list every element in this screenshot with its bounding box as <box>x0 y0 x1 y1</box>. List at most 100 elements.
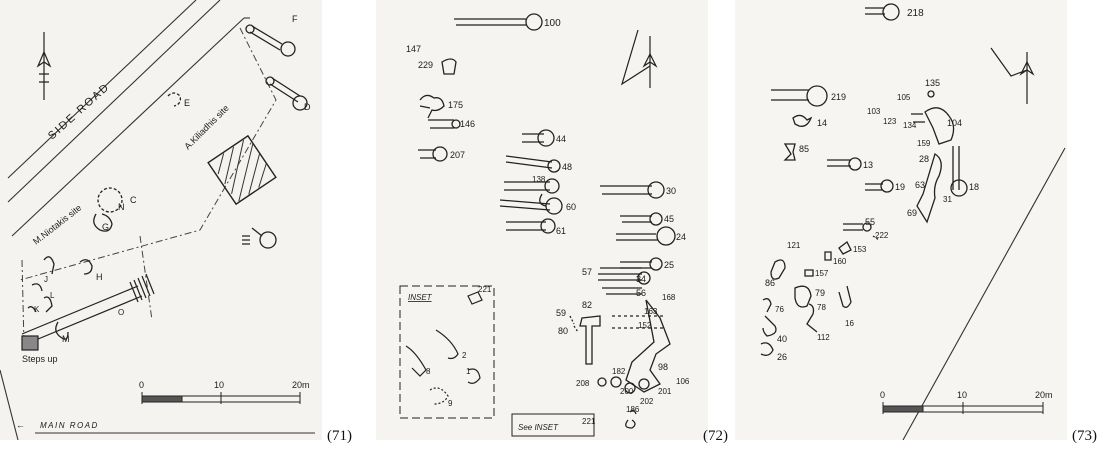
tomb-label-56: 56 <box>636 288 646 298</box>
north-arrow-icon <box>990 47 1035 104</box>
tomb-label-25: 25 <box>664 260 674 270</box>
tomb-label-202: 202 <box>640 397 654 406</box>
tomb-label-e: E <box>184 98 190 108</box>
tomb-label-163: 163 <box>644 307 658 316</box>
tomb-label-112: 112 <box>817 333 830 342</box>
caption-73: (73) <box>1072 428 1097 444</box>
tomb-label-175: 175 <box>448 100 463 110</box>
tomb-shapes <box>418 13 676 429</box>
tomb-label-59: 59 <box>556 308 566 318</box>
tomb-label-159: 159 <box>917 139 931 148</box>
see-inset-box <box>511 413 595 437</box>
tomb-label-106: 106 <box>676 377 690 386</box>
tomb-shapes <box>760 3 968 356</box>
tomb-label-157: 157 <box>815 269 829 278</box>
inset-title: INSET <box>408 293 433 302</box>
inset-label-8: 8 <box>426 367 431 376</box>
inset-label-2: 2 <box>462 351 467 360</box>
tomb-label-o: O <box>118 308 124 317</box>
tomb-label-57: 57 <box>582 267 592 277</box>
plan-71-drawing: SIDE ROAD MAIN ROAD ← A.Kiliadhis site M… <box>0 0 315 440</box>
plan-73: 218 135 105 103 123 134 219 14 104 85 15… <box>735 0 1067 440</box>
tomb-label-78: 78 <box>817 303 826 312</box>
tomb-label-40: 40 <box>777 334 787 344</box>
scale-tick-20m: 20m <box>292 380 310 390</box>
plan-72: 100 147 229 175 146 207 44 48 138 60 61 … <box>376 0 708 440</box>
tomb-label-80: 80 <box>558 326 568 336</box>
tomb-label-69: 69 <box>907 208 917 218</box>
tomb-label-229: 229 <box>418 60 433 70</box>
hatched-building <box>207 134 277 206</box>
caption-71: (71) <box>327 428 352 444</box>
see-inset-number: 221 <box>582 417 596 426</box>
steps-up-label: Steps up <box>22 354 58 364</box>
tomb-label-48: 48 <box>562 162 572 172</box>
road-lines <box>0 0 315 440</box>
tomb-label-g: G <box>102 222 109 232</box>
tomb-label-45: 45 <box>664 214 674 224</box>
tomb-label-14: 14 <box>817 118 827 128</box>
tomb-label-218: 218 <box>907 8 924 19</box>
tomb-label-55: 55 <box>865 217 875 227</box>
inset-label-221: 221 <box>478 285 492 294</box>
tomb-label-207: 207 <box>450 150 465 160</box>
tomb-label-k: K <box>34 305 40 314</box>
scale-tick-10: 10 <box>214 380 224 390</box>
tomb-label-61: 61 <box>556 226 566 236</box>
tomb-label-16: 16 <box>845 319 854 328</box>
site-label-kiliadhis: A.Kiliadhis site <box>182 103 230 151</box>
tomb-label-134: 134 <box>903 121 917 130</box>
tomb-label-13: 13 <box>863 160 873 170</box>
tomb-label-222: 222 <box>875 231 889 240</box>
tomb-label-31: 31 <box>943 195 952 204</box>
caption-72: (72) <box>703 428 728 444</box>
tomb-label-219: 219 <box>831 92 846 102</box>
tomb-label-c: C <box>130 195 137 205</box>
see-inset-label: See INSET <box>518 423 559 432</box>
tomb-label-201: 201 <box>658 387 672 396</box>
tomb-label-160: 160 <box>833 257 847 266</box>
plan-71: SIDE ROAD MAIN ROAD ← A.Kiliadhis site M… <box>0 0 322 440</box>
tomb-label-208: 208 <box>576 379 590 388</box>
tomb-label-147: 147 <box>406 44 421 54</box>
inset-label-1: 1 <box>466 367 471 376</box>
site-boundary <box>19 27 277 346</box>
north-arrow-icon <box>620 29 658 88</box>
tomb-label-19: 19 <box>895 182 905 192</box>
scale-bar <box>882 402 1044 414</box>
scale-tick-20m: 20m <box>1035 390 1053 400</box>
scale-bar <box>141 392 301 404</box>
tomb-label-121: 121 <box>787 241 801 250</box>
inset-label-9: 9 <box>448 399 453 408</box>
tomb-label-98: 98 <box>658 362 668 372</box>
tomb-label-146: 146 <box>460 119 475 129</box>
tomb-label-182: 182 <box>612 367 626 376</box>
tomb-label-60: 60 <box>566 202 576 212</box>
tomb-label-135: 135 <box>925 78 940 88</box>
diagonal-boundary <box>902 147 1066 440</box>
tomb-label-152: 152 <box>638 321 652 330</box>
tomb-label-26: 26 <box>777 352 787 362</box>
inset-shapes <box>405 291 483 405</box>
tomb-label-138: 138 <box>532 175 546 184</box>
tomb-label-f: F <box>292 14 298 24</box>
tomb-label-76: 76 <box>775 305 784 314</box>
tomb-label-18: 18 <box>969 182 979 192</box>
tomb-label-h: H <box>96 272 103 282</box>
scale-tick-0: 0 <box>880 390 885 400</box>
tomb-label-200: 200 <box>620 387 634 396</box>
tomb-label-63: 63 <box>915 180 925 190</box>
plan-73-drawing: 218 135 105 103 123 134 219 14 104 85 15… <box>760 3 1066 440</box>
tomb-label-n: N <box>118 202 125 212</box>
scale-tick-10: 10 <box>957 390 967 400</box>
tomb-label-44: 44 <box>556 134 566 144</box>
tomb-label-m: M <box>62 334 70 344</box>
tomb-label-105: 105 <box>897 93 911 102</box>
tomb-label-82: 82 <box>582 300 592 310</box>
road-label-main: MAIN ROAD <box>40 421 99 430</box>
tomb-label-85: 85 <box>799 144 809 154</box>
tomb-label-j: J <box>44 275 48 284</box>
tomb-shapes <box>27 24 308 340</box>
tomb-label-24: 24 <box>676 232 686 242</box>
tomb-label-168: 168 <box>662 293 676 302</box>
